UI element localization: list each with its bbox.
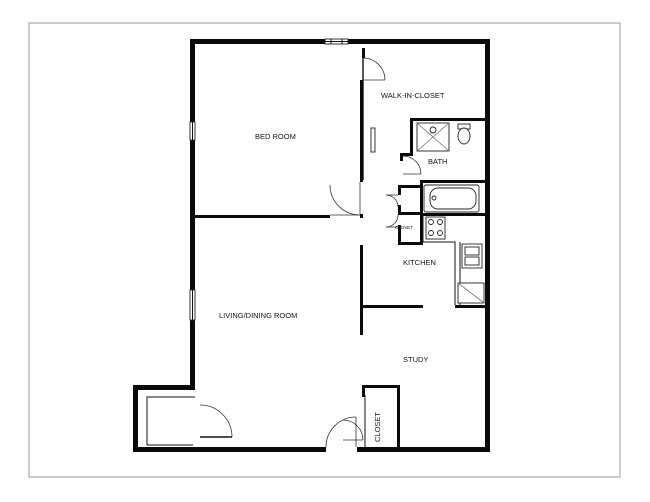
label-living-dining: LIVING/DINING ROOM xyxy=(219,311,297,320)
label-bedroom: BED ROOM xyxy=(255,132,296,141)
bath-fixtures xyxy=(416,122,480,213)
interior-walls xyxy=(195,48,485,447)
kitchen-fixtures xyxy=(422,216,485,305)
label-study: STUDY xyxy=(403,355,428,364)
label-closet: CLOSET xyxy=(373,412,382,442)
drawing-frame xyxy=(28,22,621,478)
label-bath: BATH xyxy=(428,157,447,166)
label-kitchen: KITCHEN xyxy=(403,258,436,267)
label-small-closet: CLOSET xyxy=(395,225,413,230)
exterior-walls xyxy=(133,38,490,452)
doors xyxy=(199,57,422,448)
label-walk-in-closet: WALK-IN-CLOSET xyxy=(381,91,445,100)
